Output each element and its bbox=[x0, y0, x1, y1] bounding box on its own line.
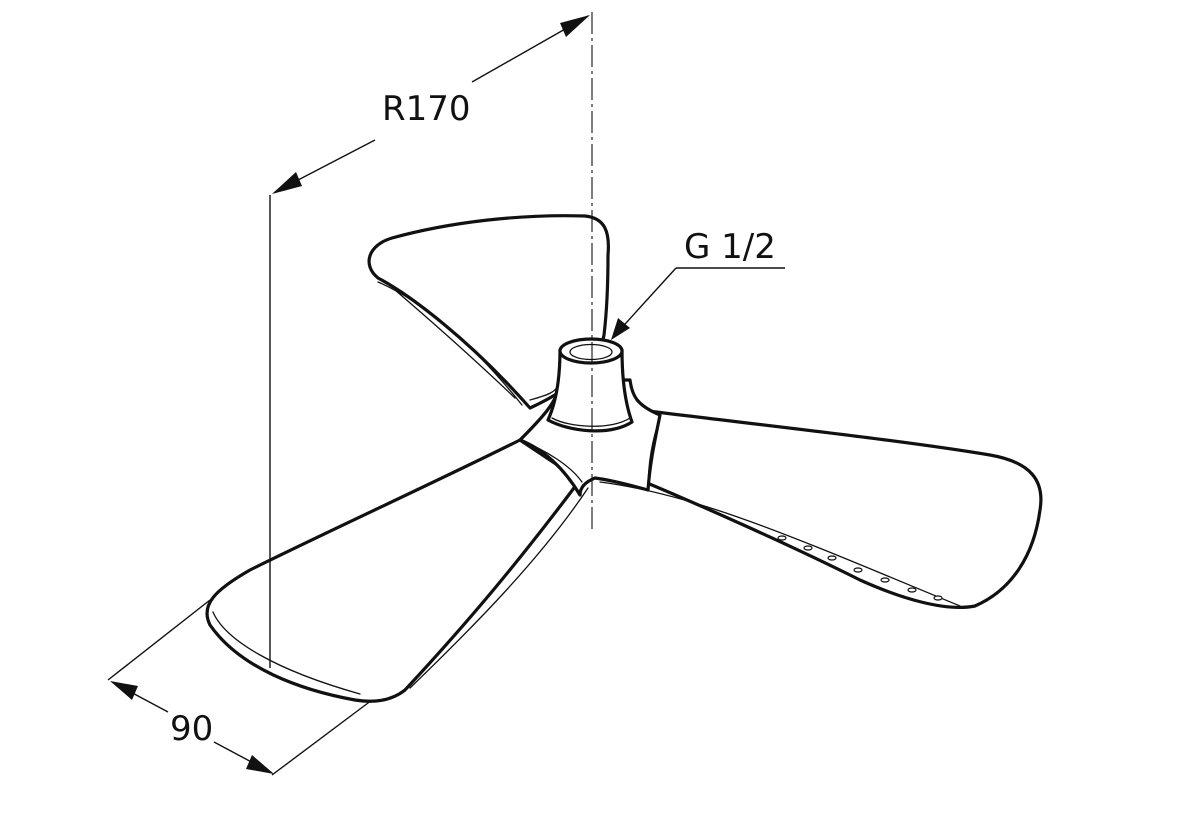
radius-arrow-right bbox=[560, 15, 590, 37]
width-extension-line-left bbox=[107, 599, 211, 681]
right-blade-lower-edge bbox=[599, 481, 961, 607]
front-blade bbox=[205, 438, 582, 703]
thread-leader-diagonal bbox=[615, 267, 677, 335]
hub-base-curve bbox=[551, 417, 631, 427]
width-label: 90 bbox=[170, 709, 213, 749]
radius-arrow-left bbox=[272, 172, 302, 194]
front-blade-inner-edge bbox=[212, 611, 361, 695]
thread-callout: G 1/2 bbox=[611, 227, 785, 340]
thread-label: G 1/2 bbox=[684, 227, 776, 267]
radius-label: R170 bbox=[382, 89, 471, 129]
nozzles bbox=[777, 535, 943, 601]
back-blade-inner-edge bbox=[377, 281, 523, 406]
radius-dimension: R170 bbox=[269, 15, 590, 668]
width-arrow-left bbox=[110, 681, 138, 700]
shower-head bbox=[205, 214, 1043, 703]
thread-opening-inner bbox=[569, 343, 613, 361]
hub-top-edge bbox=[529, 384, 559, 401]
width-dimension: 90 bbox=[107, 599, 373, 776]
back-blade bbox=[367, 214, 611, 410]
width-extension-line-right bbox=[271, 699, 373, 776]
right-blade bbox=[638, 408, 1043, 610]
front-blade-seam bbox=[409, 487, 589, 689]
thread-leader-arrow bbox=[611, 318, 630, 340]
hub-front-seam bbox=[519, 439, 583, 483]
back-blade-inner-edge-2 bbox=[394, 289, 516, 399]
right-blade-seam bbox=[647, 417, 661, 491]
width-arrow-right bbox=[246, 755, 274, 774]
